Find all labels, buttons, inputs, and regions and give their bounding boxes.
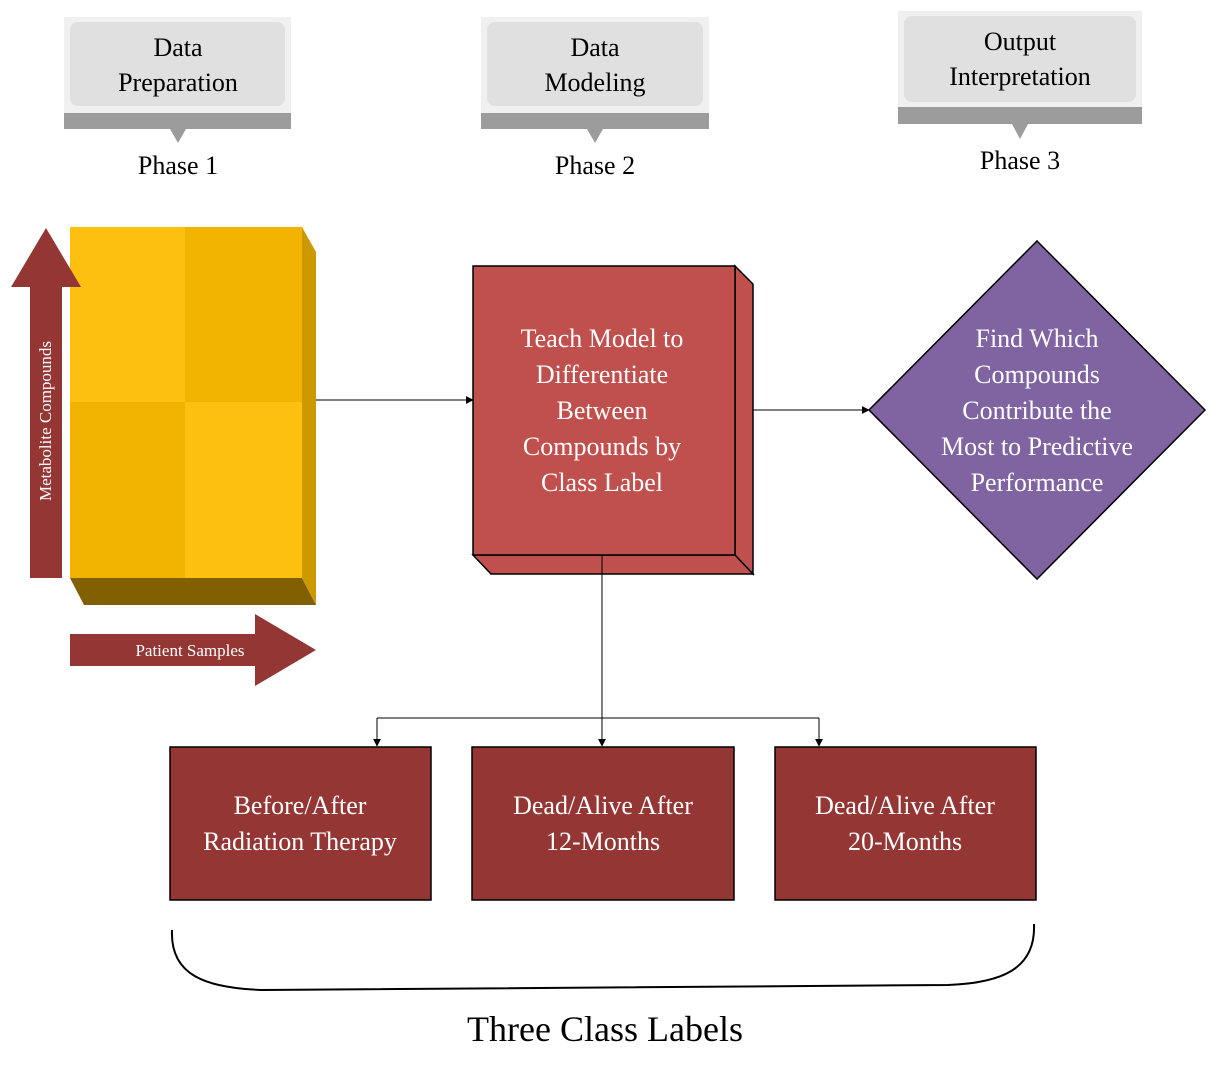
phase-1-header: Data Preparation Phase 1 xyxy=(64,17,291,180)
class-label-2-line-2: 12-Months xyxy=(546,827,660,856)
phase-1-bar xyxy=(64,113,291,129)
class-label-3-line-2: 20-Months xyxy=(848,827,962,856)
metabolite-arrow-shape xyxy=(11,228,81,578)
matrix-cell-bottom-left xyxy=(70,402,186,578)
model-box-bottom-face xyxy=(471,554,755,575)
metabolite-compounds-label: Metabolite Compounds xyxy=(36,341,55,501)
diamond-line-4: Most to Predictive xyxy=(941,432,1133,461)
model-box-line-4: Compounds by xyxy=(523,432,681,461)
phase-1-label: Phase 1 xyxy=(138,151,218,180)
phase-3-title-line-2: Interpretation xyxy=(949,62,1091,91)
phase-1-title-line-1: Data xyxy=(153,33,203,62)
model-box-front xyxy=(472,265,736,556)
data-matrix xyxy=(70,227,316,605)
matrix-side-face xyxy=(302,227,316,605)
matrix-cell-bottom-right xyxy=(185,402,302,578)
phase-3-box-inner xyxy=(904,16,1136,102)
class-label-3-line-1: Dead/Alive After xyxy=(815,791,995,820)
phase-3-label: Phase 3 xyxy=(980,146,1060,175)
phase-2-pointer xyxy=(587,129,603,143)
phase-2-header: Data Modeling Phase 2 xyxy=(481,17,709,180)
model-box-line-1: Teach Model to xyxy=(521,324,684,353)
phase-2-label: Phase 2 xyxy=(555,151,635,180)
matrix-cell-top-left xyxy=(70,227,186,403)
patient-samples-arrow: Patient Samples xyxy=(70,614,316,686)
class-label-connectors xyxy=(373,555,823,747)
patient-samples-label: Patient Samples xyxy=(135,641,244,660)
class-label-3-rect xyxy=(774,746,1037,901)
output-diamond: Find Which Compounds Contribute the Most… xyxy=(867,239,1207,581)
phase-2-title-line-1: Data xyxy=(570,33,620,62)
class-label-1-line-2: Radiation Therapy xyxy=(203,827,397,856)
class-label-box-1: Before/After Radiation Therapy xyxy=(169,746,432,901)
phase-2-title-line-2: Modeling xyxy=(544,68,645,97)
class-label-1-rect xyxy=(169,746,432,901)
matrix-bottom-face xyxy=(70,578,316,605)
matrix-cell-top-right xyxy=(185,227,302,403)
phase-3-bar xyxy=(898,107,1142,124)
class-label-box-2: Dead/Alive After 12-Months xyxy=(471,746,735,901)
class-label-1-line-1: Before/After xyxy=(234,791,367,820)
diamond-line-2: Compounds xyxy=(974,360,1100,389)
phase-1-title-line-2: Preparation xyxy=(118,68,238,97)
class-labels-brace xyxy=(170,923,1036,992)
class-label-2-line-1: Dead/Alive After xyxy=(513,791,693,820)
diamond-shape xyxy=(867,239,1207,581)
metabolite-compounds-arrow: Metabolite Compounds xyxy=(11,228,81,578)
model-box-side-face xyxy=(734,264,754,576)
patient-arrow-shape xyxy=(70,614,316,686)
class-label-2-rect xyxy=(471,746,735,901)
phase-3-pointer xyxy=(1012,124,1028,139)
diamond-line-3: Contribute the xyxy=(962,396,1111,425)
model-box-line-5: Class Label xyxy=(541,468,663,497)
diamond-line-5: Performance xyxy=(971,468,1104,497)
phase-2-box-inner xyxy=(487,22,703,106)
phase-1-box-inner xyxy=(70,22,285,106)
phase-3-header: Output Interpretation Phase 3 xyxy=(898,11,1142,175)
model-box-line-3: Between xyxy=(557,396,648,425)
brace-label: Three Class Labels xyxy=(467,1009,743,1049)
class-label-box-3: Dead/Alive After 20-Months xyxy=(774,746,1037,901)
model-box-line-2: Differentiate xyxy=(536,360,668,389)
phase-3-title-line-1: Output xyxy=(984,27,1057,56)
phase-1-pointer xyxy=(170,129,186,143)
phase-2-bar xyxy=(481,113,709,129)
diamond-line-1: Find Which xyxy=(975,324,1098,353)
model-box: Teach Model to Differentiate Between Com… xyxy=(471,264,755,576)
